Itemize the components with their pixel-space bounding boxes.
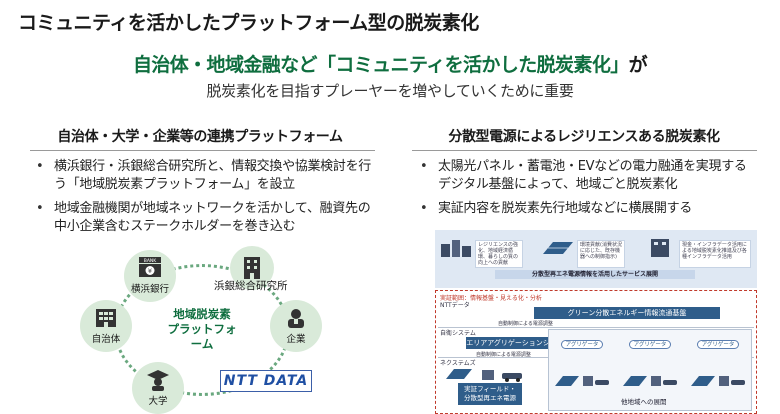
region-devices-icon xyxy=(691,376,745,386)
figure-field-line: 実証フィールド・ xyxy=(464,385,516,393)
figure-row-divider xyxy=(438,327,754,328)
headline: 自治体・地域金融など「コミュニティを活かした脱炭素化」が xyxy=(0,50,780,77)
right-bullet-list: 太陽光パネル・蓄電池・EVなどの電力融通を実現するデジタル基盤によって、地域ごと… xyxy=(414,158,759,224)
figure-scope-caption: 実証範囲：情報基盤・見える化・分析 xyxy=(440,295,542,302)
subheadline: 脱炭素化を目指すプレーヤーを増やしていくために重要 xyxy=(206,82,574,100)
distributed-energy-figure: レジリエンスの強化、地域経済循環、暮らしの質の向上への貢献 環境貢献(消費状況に… xyxy=(435,230,757,414)
right-column-heading: 分散型電源によるレジリエンスある脱炭素化 xyxy=(448,129,720,145)
figure-service-band: 分散型再エネ電源情報を活用したサービス展開 xyxy=(495,270,695,279)
figure-aggregation-bar: エリアアグリゲーションシステム xyxy=(466,337,550,359)
field-devices-icon xyxy=(446,369,522,382)
solar-panel-icon xyxy=(543,242,573,254)
node-bank: BANK ¥ 横浜銀行 xyxy=(124,250,176,302)
node-municipality: 自治体 xyxy=(80,300,132,352)
aggregator-pill: アグリゲータ xyxy=(561,340,603,349)
ntt-data-logo: NTT DATA xyxy=(220,370,312,392)
node-municipality-label: 自治体 xyxy=(91,334,121,345)
factory-icon xyxy=(288,309,304,328)
building-thumbnail-icon xyxy=(651,239,669,257)
bank-sign-text: BANK xyxy=(144,258,158,264)
figure-row-network: ネクステムズ xyxy=(440,360,476,367)
aggregator-pill: アグリゲータ xyxy=(629,340,671,349)
figure-region-label: 他地域への展開 xyxy=(621,398,667,406)
figure-services-area: レジリエンスの強化、地域経済循環、暮らしの質の向上への貢献 環境貢献(消費状況に… xyxy=(435,230,757,288)
page-title: コミュニティを活かしたプラットフォーム型の脱炭素化 xyxy=(18,12,479,34)
city-hall-icon xyxy=(96,309,116,327)
building-icon xyxy=(244,257,260,279)
svg-text:¥: ¥ xyxy=(148,267,152,275)
node-research xyxy=(230,246,274,290)
left-heading-divider xyxy=(30,150,375,151)
figure-row-ntt: NTTデータ xyxy=(440,302,470,309)
right-bullet: 太陽光パネル・蓄電池・EVなどの電力融通を実現するデジタル基盤によって、地域ごと… xyxy=(414,158,759,194)
right-bullet: 実証内容を脱炭素先行地域などに横展開する xyxy=(414,200,759,218)
right-heading-divider xyxy=(412,150,757,151)
left-column-heading: 自治体・大学・企業等の連携プラットフォーム xyxy=(57,129,343,145)
figure-energy-platform-bar: グリーン分散エネルギー情報流通基盤 xyxy=(534,307,720,319)
node-university: 大学 xyxy=(132,362,184,414)
figure-demonstration-area: 実証範囲：情報基盤・見える化・分析 NTTデータ グリーン分散エネルギー情報流通… xyxy=(435,290,757,414)
region-devices-icon xyxy=(623,376,677,386)
figure-sub-label: 自動制御による電源調整 xyxy=(498,321,553,327)
figure-other-region-box: アグリゲータ アグリゲータ アグリゲータ 他地域への展開 xyxy=(548,329,752,411)
node-company: 企業 xyxy=(270,300,322,352)
platform-diagram: 地域脱炭素 プラットフォーム BANK ¥ 横浜銀行 浜銀総合研究所 自治 xyxy=(80,246,330,414)
figure-field-line: 分散型再エネ電源 xyxy=(464,394,516,402)
platform-center-label: 地域脱炭素 プラットフォーム xyxy=(164,307,240,352)
platform-center-line: プラットフォーム xyxy=(167,322,237,351)
headline-main: 自治体・地域金融など「コミュニティを活かした脱炭素化」 xyxy=(132,54,629,76)
figure-sub-label: 自動制御による電源調整 xyxy=(476,352,531,358)
node-research-label: 浜銀総合研究所 xyxy=(214,280,288,292)
headline-suffix: が xyxy=(628,54,648,76)
node-company-label: 企業 xyxy=(286,334,306,345)
left-bullet-list: 横浜銀行・浜銀総合研究所と、情報交換や協業検討を行う「地域脱炭素プラットフォーム… xyxy=(30,158,375,242)
graduate-icon xyxy=(147,370,169,391)
figure-field-box: 実証フィールド・ 分散型再エネ電源 xyxy=(458,383,522,405)
node-bank-label: 横浜銀行 xyxy=(130,284,169,295)
left-bullet: 地域金融機関が地域ネットワークを活かして、融資先の中小企業含むステークホルダーを… xyxy=(30,200,375,236)
platform-center-line: 地域脱炭素 xyxy=(173,307,231,321)
figure-note: 環境貢献(消費状況に応じた、既存機器への制御指示) xyxy=(577,240,625,268)
figure-note: 現金・インフラデータ活用による地域脱炭素化推進及び各種インフラデータ活用 xyxy=(679,240,751,268)
city-thumbnail-icon xyxy=(441,240,471,257)
figure-row-system: 自衛システム xyxy=(440,330,476,337)
figure-note: レジリエンスの強化、地域経済循環、暮らしの質の向上への貢献 xyxy=(475,240,523,268)
node-university-label: 大学 xyxy=(148,396,168,407)
aggregator-pill: アグリゲータ xyxy=(697,340,739,349)
bank-icon: BANK ¥ xyxy=(139,257,161,277)
region-devices-icon xyxy=(555,376,609,386)
left-bullet: 横浜銀行・浜銀総合研究所と、情報交換や協業検討を行う「地域脱炭素プラットフォーム… xyxy=(30,158,375,194)
